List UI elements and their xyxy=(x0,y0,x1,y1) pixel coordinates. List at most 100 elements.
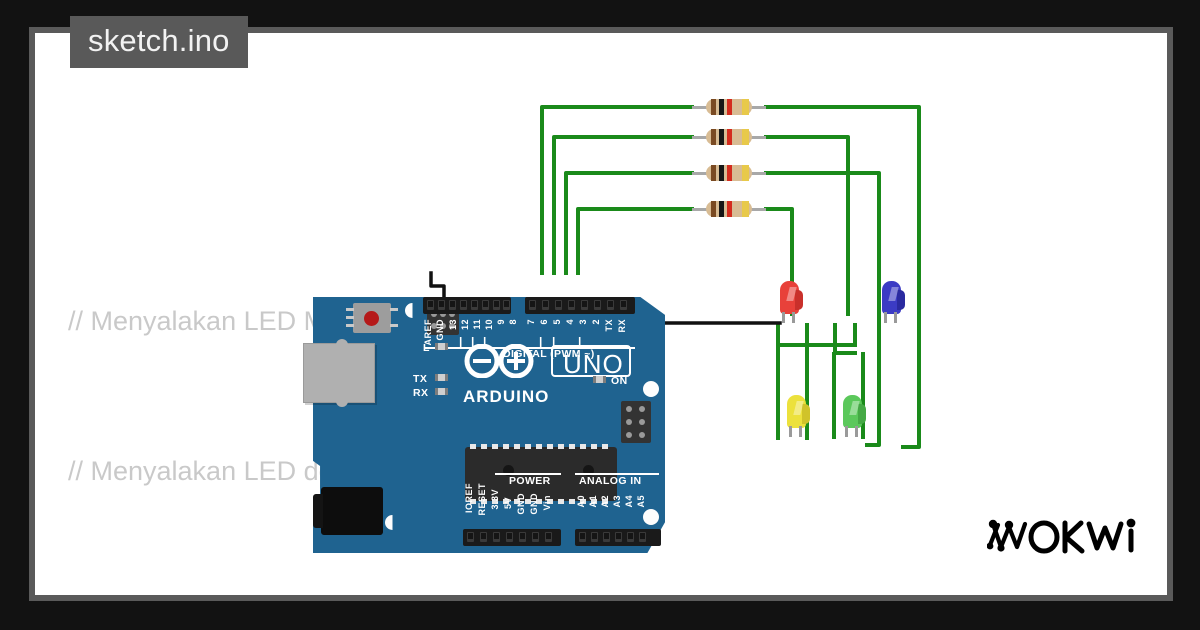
resistor-band-black xyxy=(719,165,724,181)
reset-leg xyxy=(346,308,354,311)
resistor-r1[interactable] xyxy=(692,99,766,115)
pin-label-2: 2 xyxy=(591,319,601,325)
pin-label-a2: A2 xyxy=(600,495,610,508)
led-on-indicator xyxy=(593,376,606,383)
icsp-pin xyxy=(449,311,455,317)
pwm-tilde-mark: | xyxy=(552,335,556,349)
pwm-tilde-mark: | xyxy=(578,335,582,349)
pwm-tilde-mark: | xyxy=(471,335,475,349)
wire-pin5-to-r2 xyxy=(552,135,694,275)
mcu-pins-top xyxy=(470,444,612,449)
mounting-hole xyxy=(643,509,659,525)
icsp-pin xyxy=(626,432,632,438)
led-flat-side xyxy=(858,404,866,424)
pin-label-5v: 5V xyxy=(503,497,513,510)
wire-pin4-to-r3 xyxy=(564,171,694,275)
pin-label-tx: TX xyxy=(604,319,614,332)
led-flat-side xyxy=(802,404,810,424)
pin-label-7: 7 xyxy=(526,319,536,325)
resistor-body xyxy=(706,129,752,145)
led-flat-side xyxy=(795,290,803,310)
digital-header-right[interactable] xyxy=(525,297,635,314)
led-rx-label: RX xyxy=(413,387,429,399)
pin-label-a1: A1 xyxy=(588,495,598,508)
resistor-band-red xyxy=(727,99,732,115)
reset-leg xyxy=(346,316,354,319)
power-header-title: POWER xyxy=(509,475,551,487)
icsp-pin xyxy=(639,432,645,438)
pin-label-a5: A5 xyxy=(636,495,646,508)
resistor-r2[interactable] xyxy=(692,129,766,145)
led-rx-indicator xyxy=(435,388,448,395)
resistor-r3[interactable] xyxy=(692,165,766,181)
pin-label-reset: RESET xyxy=(477,483,487,516)
mcu-notch xyxy=(503,465,514,476)
resistor-band-brown xyxy=(711,99,716,115)
board-model-label: UNO xyxy=(563,349,624,379)
analog-header-title: ANALOG IN xyxy=(579,475,642,487)
mcu-pins-bottom xyxy=(470,499,612,504)
led-legs xyxy=(845,426,860,437)
pin-label-3v3: 3.3V xyxy=(490,489,500,510)
digital-header-left[interactable] xyxy=(423,297,511,314)
wire-gnd-blue-jumper xyxy=(833,323,857,355)
pwm-tilde-mark: | xyxy=(483,335,487,349)
led-bulb xyxy=(843,395,862,428)
led-bulb xyxy=(882,281,901,314)
led-bulb xyxy=(787,395,806,428)
resistor-band-brown xyxy=(711,165,716,181)
led-green[interactable] xyxy=(841,395,867,437)
reset-leg xyxy=(390,308,398,311)
mounting-hole xyxy=(643,381,659,397)
diagram-canvas[interactable]: // Menyalakan LED Menggunakan Arduino UN… xyxy=(35,33,1167,595)
wire-pin3-to-r4 xyxy=(576,207,694,275)
resistor-body xyxy=(706,165,752,181)
led-legs xyxy=(789,426,804,437)
pin-label-5: 5 xyxy=(552,319,562,325)
resistor-band-gold xyxy=(742,129,749,145)
resistor-band-red xyxy=(727,201,732,217)
resistor-band-red xyxy=(727,165,732,181)
barrel-power-jack xyxy=(313,487,383,535)
pwm-tilde-mark: | xyxy=(459,335,463,349)
resistor-body xyxy=(706,99,752,115)
icsp-pin xyxy=(440,323,446,329)
uno-badge-outline xyxy=(551,345,631,377)
wire-r1-to-led-blue xyxy=(764,105,921,449)
icsp-pin xyxy=(626,419,632,425)
arduino-infinity-logo xyxy=(464,344,534,378)
mounting-hole xyxy=(405,303,420,318)
led-red[interactable] xyxy=(778,281,804,323)
resistor-band-gold xyxy=(742,165,749,181)
wire-pin6-to-r1 xyxy=(540,105,694,275)
analog-header[interactable] xyxy=(575,529,661,546)
usb-connector xyxy=(303,339,375,407)
wire-r2-to-led-blue-anode xyxy=(764,135,850,316)
reset-button[interactable] xyxy=(346,303,398,333)
pin-label-gnd2: GND xyxy=(529,493,539,515)
resistor-band-brown xyxy=(711,201,716,217)
led-yellow[interactable] xyxy=(785,395,811,437)
arduino-uno-board[interactable]: AREF GND 13 12 11 10 9 8 7 6 5 4 3 2 TX … xyxy=(303,297,665,553)
led-legs xyxy=(884,312,899,323)
resistor-band-gold xyxy=(742,99,749,115)
pin-label-rx: RX xyxy=(617,319,627,333)
digital-header-underline xyxy=(425,347,635,349)
resistor-r4[interactable] xyxy=(692,201,766,217)
icsp-pin xyxy=(639,419,645,425)
wire-r3-to-led-green xyxy=(764,171,881,447)
resistor-band-brown xyxy=(711,129,716,145)
pin-label-vin: Vin xyxy=(542,495,552,511)
led-tx-label: TX xyxy=(413,373,428,385)
power-header[interactable] xyxy=(463,529,561,546)
file-tab-sketch-ino[interactable]: sketch.ino xyxy=(70,16,248,68)
led-on-label: ON xyxy=(611,375,628,387)
led-bulb xyxy=(780,281,799,314)
led-blue[interactable] xyxy=(880,281,906,323)
mounting-hole xyxy=(385,515,400,530)
led-flat-side xyxy=(897,290,905,310)
wokwi-logo xyxy=(987,518,1136,554)
icsp-pin xyxy=(431,323,437,329)
pin-label-gnd: GND xyxy=(435,319,445,341)
